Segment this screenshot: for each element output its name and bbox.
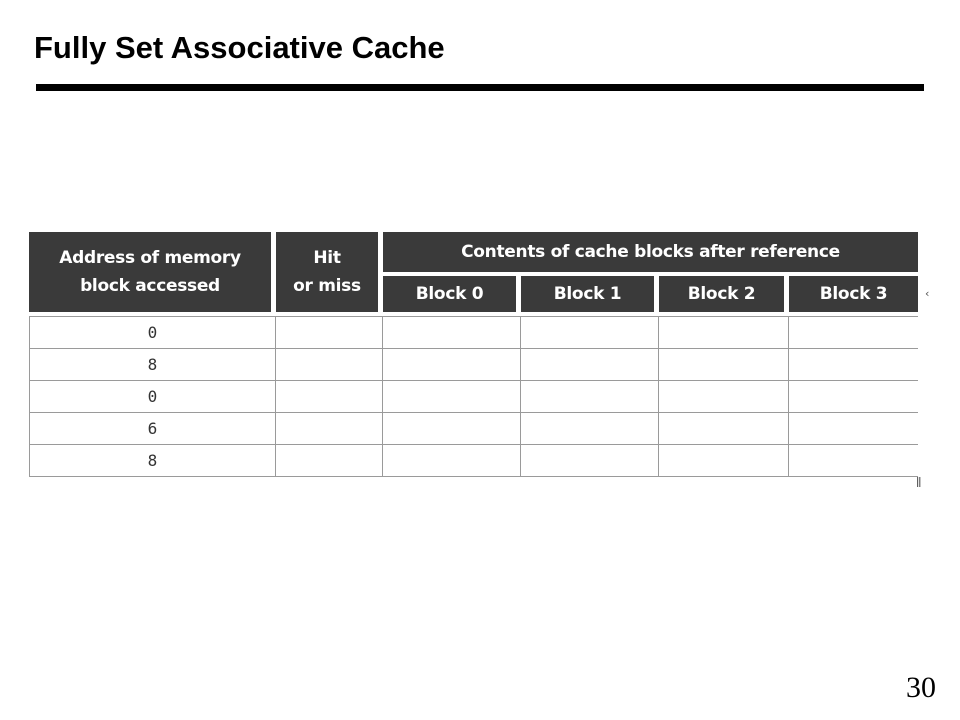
block-1-cell: [521, 316, 659, 349]
block-2-cell: [659, 381, 789, 413]
hit-or-miss-cell: [276, 445, 383, 477]
header-block-1: Block 1: [521, 276, 659, 316]
address-cell: 0: [29, 381, 276, 413]
header-hit-line-1: Hit: [313, 248, 341, 268]
block-0-cell: [383, 349, 521, 381]
header-address: Address of memory block accessed: [29, 232, 276, 316]
header-block-3: Block 3: [789, 276, 918, 316]
hit-or-miss-cell: [276, 349, 383, 381]
block-0-cell: [383, 445, 521, 477]
header-contents-group: Contents of cache blocks after reference: [383, 232, 918, 276]
block-3-cell: [789, 381, 918, 413]
table-row: 0: [29, 316, 918, 349]
block-2-cell: [659, 349, 789, 381]
block-3-cell: [789, 445, 918, 477]
scan-edge-mark: ǁ: [916, 475, 922, 488]
header-hit-or-miss: Hit or miss: [276, 232, 383, 316]
hit-or-miss-cell: [276, 316, 383, 349]
header-address-line-2: block accessed: [80, 276, 220, 296]
address-cell: 8: [29, 445, 276, 477]
block-1-cell: [521, 381, 659, 413]
title-underline: [36, 84, 924, 91]
header-block-2: Block 2: [659, 276, 789, 316]
table-row: 6: [29, 413, 918, 445]
block-2-cell: [659, 413, 789, 445]
cache-contents-table: Address of memory block accessed Hit or …: [29, 232, 918, 477]
block-0-cell: [383, 381, 521, 413]
slide-title: Fully Set Associative Cache: [34, 30, 445, 65]
block-2-cell: [659, 316, 789, 349]
block-3-cell: [789, 316, 918, 349]
address-cell: 8: [29, 349, 276, 381]
header-block-0: Block 0: [383, 276, 521, 316]
block-0-cell: [383, 316, 521, 349]
hit-or-miss-cell: [276, 381, 383, 413]
address-cell: 6: [29, 413, 276, 445]
address-cell: 0: [29, 316, 276, 349]
header-address-line-1: Address of memory: [59, 248, 241, 268]
table-row: 8: [29, 349, 918, 381]
cache-table-image: Address of memory block accessed Hit or …: [29, 232, 931, 488]
block-1-cell: [521, 349, 659, 381]
hit-or-miss-cell: [276, 413, 383, 445]
header-hit-line-2: or miss: [293, 276, 361, 296]
block-3-cell: [789, 349, 918, 381]
block-0-cell: [383, 413, 521, 445]
block-1-cell: [521, 445, 659, 477]
block-2-cell: [659, 445, 789, 477]
table-row: 0: [29, 381, 918, 413]
block-1-cell: [521, 413, 659, 445]
scan-edge-mark: ‹: [925, 287, 930, 300]
table-row: 8: [29, 445, 918, 477]
page-number: 30: [906, 671, 936, 704]
block-3-cell: [789, 413, 918, 445]
